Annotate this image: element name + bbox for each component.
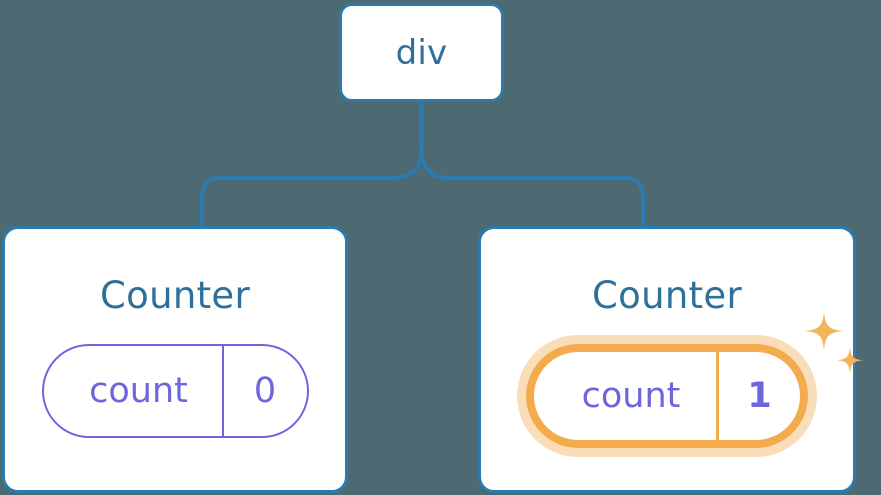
node-counter-left-title: Counter <box>100 274 250 317</box>
node-div[interactable]: div <box>339 3 504 102</box>
node-counter-right[interactable]: Counter count 1 <box>478 226 864 493</box>
state-pill-left[interactable]: count 0 <box>41 344 309 438</box>
sparkle-icon <box>805 312 843 350</box>
node-div-label: div <box>395 32 448 73</box>
sparkle-group <box>805 312 864 374</box>
state-key-right: count <box>581 376 681 416</box>
state-key-left: count <box>89 371 188 411</box>
state-value-left: 0 <box>221 346 307 436</box>
state-pill-wrapper-right: count 1 <box>526 312 864 448</box>
node-counter-right-title: Counter <box>592 274 742 317</box>
state-value-right: 1 <box>716 352 800 440</box>
state-pill-right[interactable]: count 1 <box>526 344 808 448</box>
sparkle-small-icon <box>836 347 864 374</box>
state-pill-wrapper-left: count 0 <box>41 344 309 438</box>
node-counter-left[interactable]: Counter count 0 <box>2 226 348 493</box>
